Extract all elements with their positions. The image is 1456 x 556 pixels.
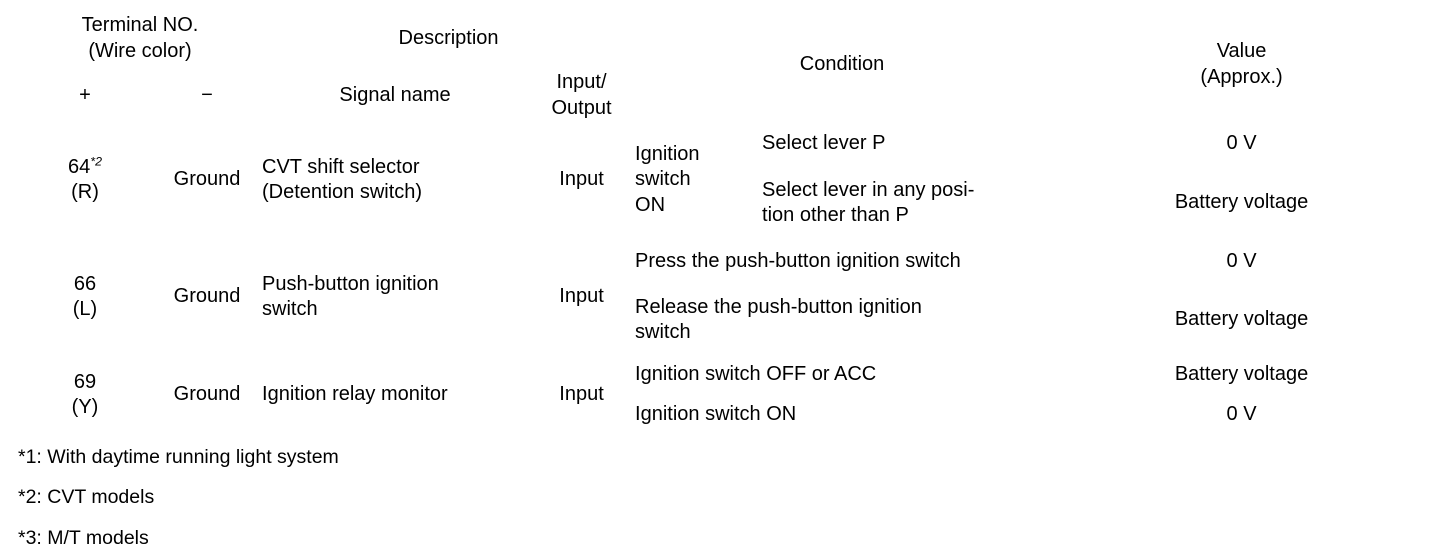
table-body: 64*2 (R) Ground CVT shift selector (Dete… [18, 121, 1434, 435]
cell-condition: Release the push-button ignition switch [635, 295, 922, 344]
cell-condition: Ignition switch ON [635, 403, 797, 426]
cell-input-output: Input [559, 285, 604, 308]
cell-value: Battery voltage [1174, 363, 1309, 386]
cell-minus-terminal: Ground [173, 168, 241, 191]
header-row-bottom: + − Signal name Input/ Output [18, 70, 1434, 121]
cell-value: Battery voltage [1174, 191, 1309, 214]
cell-value: 0 V [1226, 250, 1257, 273]
header-value: Value (Approx.) [1200, 40, 1283, 88]
cell-condition: Press the push-button ignition switch [635, 250, 961, 273]
cell-terminal-number: 66 (L) [18, 239, 152, 355]
table-row: 66 (L) Ground Push-button ignition switc… [18, 239, 1434, 320]
terminal-number-value: 66 [73, 272, 97, 295]
header-description: Description [398, 27, 499, 50]
cell-signal-name: Ignition relay monitor [262, 383, 448, 406]
terminal-footnote-marker: *2 [90, 153, 102, 168]
cell-condition: Select lever in any posi- tion other tha… [762, 178, 975, 227]
table-row: Ignition switch ON 0 V [18, 395, 1434, 435]
header-minus: − [201, 83, 213, 106]
wire-color-value: (R) [71, 181, 99, 204]
header-signal-name: Signal name [339, 83, 451, 106]
cell-value: 0 V [1226, 403, 1257, 426]
wire-color-value: (Y) [71, 396, 99, 419]
header-plus: + [79, 83, 91, 106]
cell-condition: Select lever P [762, 132, 886, 155]
terminal-number-value: 69 [73, 370, 97, 393]
cell-input-output: Input [559, 168, 604, 191]
table-row: Release the push-button ignition switch … [18, 285, 1434, 355]
terminal-layout-table-wrapper: Terminal NO. (Wire color) Description Co… [18, 8, 1434, 435]
cell-input-output: Input [559, 383, 604, 406]
terminal-layout-table: Terminal NO. (Wire color) Description Co… [18, 8, 1434, 435]
cell-value: 0 V [1226, 132, 1257, 155]
header-input-output: Input/ Output [551, 71, 612, 119]
table-row: 64*2 (R) Ground CVT shift selector (Dete… [18, 121, 1434, 216]
cell-condition-group: Ignition switch ON [635, 142, 700, 216]
footnote-2: *2: CVT models [18, 486, 155, 509]
cell-condition: Ignition switch OFF or ACC [635, 363, 877, 386]
table-row: Select lever in any posi- tion other tha… [18, 167, 1434, 239]
cell-minus-terminal: Ground [173, 285, 241, 308]
footnote-1: *1: With daytime running light system [18, 446, 339, 468]
footnote-3: *3: M/T models [18, 526, 149, 549]
cell-value: Battery voltage [1174, 308, 1309, 331]
table-header: Terminal NO. (Wire color) Description Co… [18, 8, 1434, 121]
cell-terminal-number: 69 (Y) [18, 355, 152, 435]
cell-signal-name: Push-button ignition switch [262, 272, 439, 321]
footnotes-block: *1: With daytime running light system *2… [18, 446, 918, 549]
table-row: 69 (Y) Ground Ignition relay monitor Inp… [18, 355, 1434, 418]
terminal-number-value: 64 [68, 155, 91, 178]
header-terminal-no: Terminal NO. (Wire color) [81, 14, 199, 62]
cell-minus-terminal: Ground [173, 383, 241, 406]
header-condition: Condition [799, 52, 885, 75]
header-row-top: Terminal NO. (Wire color) Description Co… [18, 8, 1434, 87]
cell-terminal-number: 64*2 (R) [18, 121, 152, 239]
wire-color-value: (L) [72, 298, 98, 321]
cell-signal-name: CVT shift selector (Detention switch) [262, 155, 423, 204]
